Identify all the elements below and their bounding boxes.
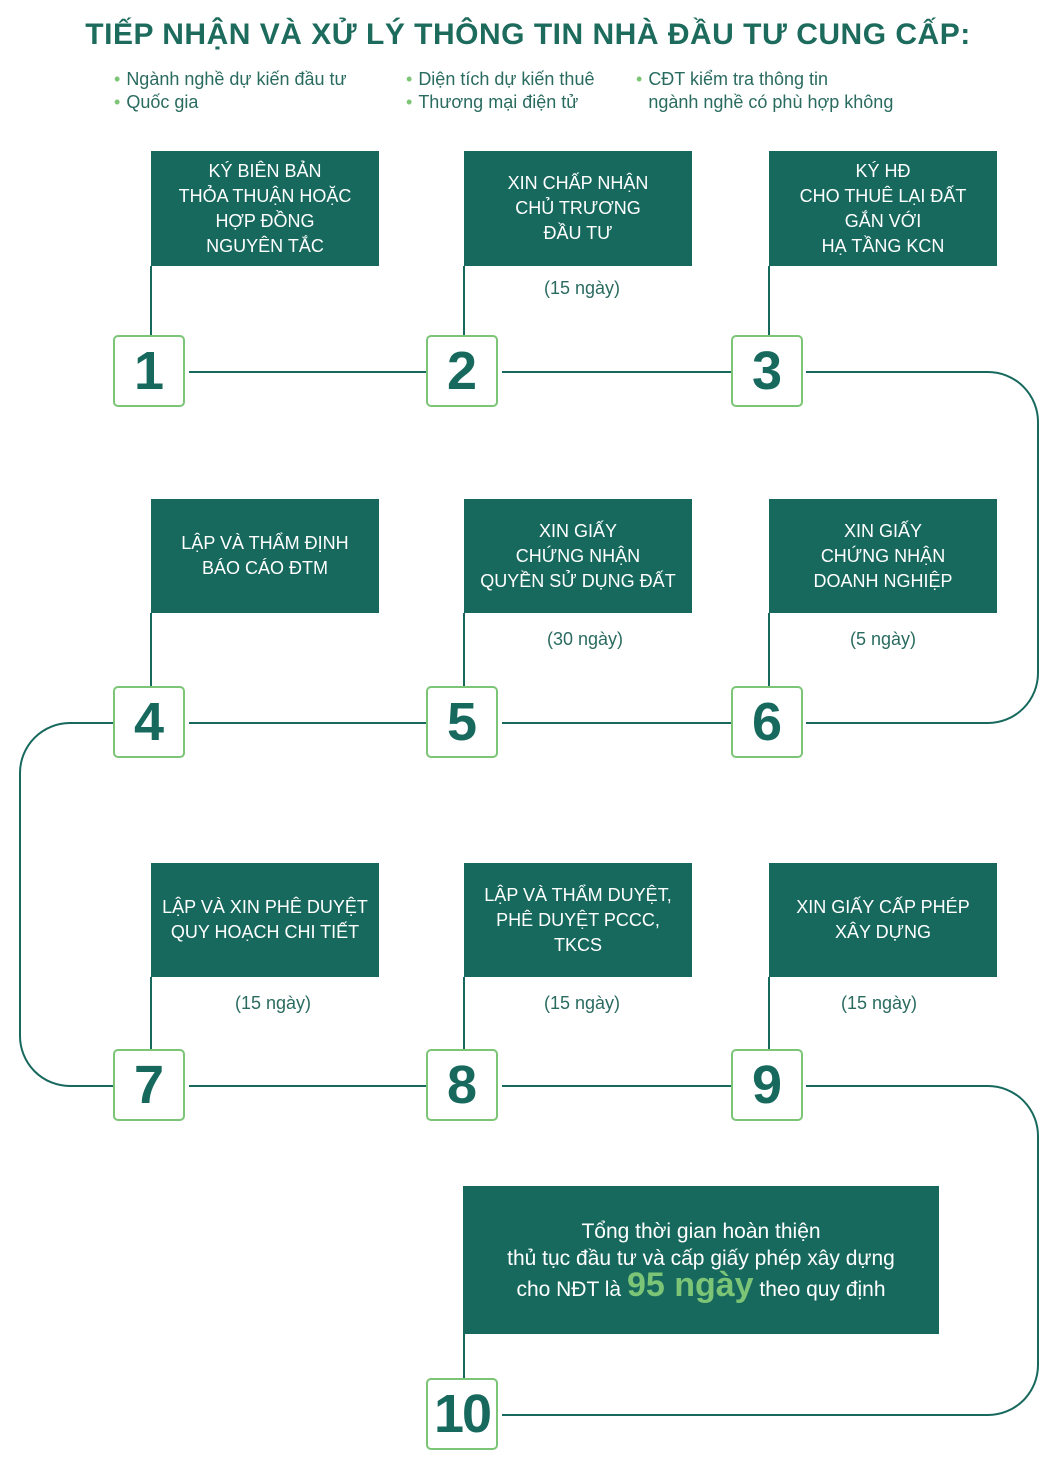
- step-1-number: 1: [113, 335, 185, 407]
- step-3-box: KÝ HĐ CHO THUÊ LẠI ĐẤT GẮN VỚI HẠ TẦNG K…: [769, 151, 997, 266]
- step-3-number: 3: [731, 335, 803, 407]
- step-7-box: LẬP VÀ XIN PHÊ DUYỆT QUY HOẠCH CHI TIẾT: [151, 863, 379, 977]
- bullet-item: •CĐT kiểm tra thông tin: [636, 69, 829, 89]
- step-10-number: 10: [426, 1378, 498, 1450]
- step-5-duration: (30 ngày): [546, 629, 624, 649]
- step-8-number: 8: [426, 1049, 498, 1121]
- step-8-duration: (15 ngày): [543, 993, 621, 1013]
- step-6-number: 6: [731, 686, 803, 758]
- bullet-item: •Ngành nghề dự kiến đầu tư: [114, 69, 347, 89]
- step-4-number: 4: [113, 686, 185, 758]
- bullet-item: •Diện tích dự kiến thuê: [406, 69, 595, 89]
- bullet-item: •Thương mại điện tử: [406, 92, 579, 112]
- summary-box: Tổng thời gian hoàn thiện thủ tục đầu tư…: [463, 1186, 939, 1334]
- step-9-box: XIN GIẤY CẤP PHÉP XÂY DỰNG: [769, 863, 997, 977]
- step-5-number: 5: [426, 686, 498, 758]
- step-6-box: XIN GIẤY CHỨNG NHẬN DOANH NGHIỆP: [769, 499, 997, 613]
- bullet-item: •Quốc gia: [114, 92, 199, 112]
- page-title: TIẾP NHẬN VÀ XỬ LÝ THÔNG TIN NHÀ ĐẦU TƯ …: [85, 18, 971, 51]
- summary-line-2: thủ tục đầu tư và cấp giấy phép xây dựng: [507, 1246, 895, 1270]
- total-days-highlight: 95 ngày: [626, 1265, 754, 1304]
- bullet-group-1: •Ngành nghề dự kiến đầu tư •Quốc gia: [114, 68, 347, 114]
- step-9-number: 9: [731, 1049, 803, 1121]
- step-7-duration: (15 ngày): [234, 993, 312, 1013]
- step-2-number: 2: [426, 335, 498, 407]
- step-8-box: LẬP VÀ THẨM DUYỆT, PHÊ DUYỆT PCCC, TKCS: [464, 863, 692, 977]
- step-5-box: XIN GIẤY CHỨNG NHẬN QUYỀN SỬ DỤNG ĐẤT: [464, 499, 692, 613]
- step-1-box: KÝ BIÊN BẢN THỎA THUẬN HOẶC HỢP ĐỒNG NGU…: [151, 151, 379, 266]
- step-4-box: LẬP VÀ THẨM ĐỊNH BÁO CÁO ĐTM: [151, 499, 379, 613]
- bullet-item-continuation: •ngành nghề có phù hợp không: [648, 92, 894, 112]
- step-2-duration: (15 ngày): [543, 278, 621, 298]
- bullet-group-2: •Diện tích dự kiến thuê •Thương mại điện…: [406, 68, 594, 114]
- step-2-box: XIN CHẤP NHẬN CHỦ TRƯƠNG ĐẦU TƯ: [464, 151, 692, 266]
- step-7-number: 7: [113, 1049, 185, 1121]
- step-6-duration: (5 ngày): [849, 629, 917, 649]
- summary-line-1: Tổng thời gian hoàn thiện: [581, 1219, 821, 1243]
- bullet-group-3: •CĐT kiểm tra thông tin •ngành nghề có p…: [636, 68, 893, 114]
- summary-line-3: cho NĐT là 95 ngày theo quy định: [516, 1265, 886, 1304]
- step-9-duration: (15 ngày): [840, 993, 918, 1013]
